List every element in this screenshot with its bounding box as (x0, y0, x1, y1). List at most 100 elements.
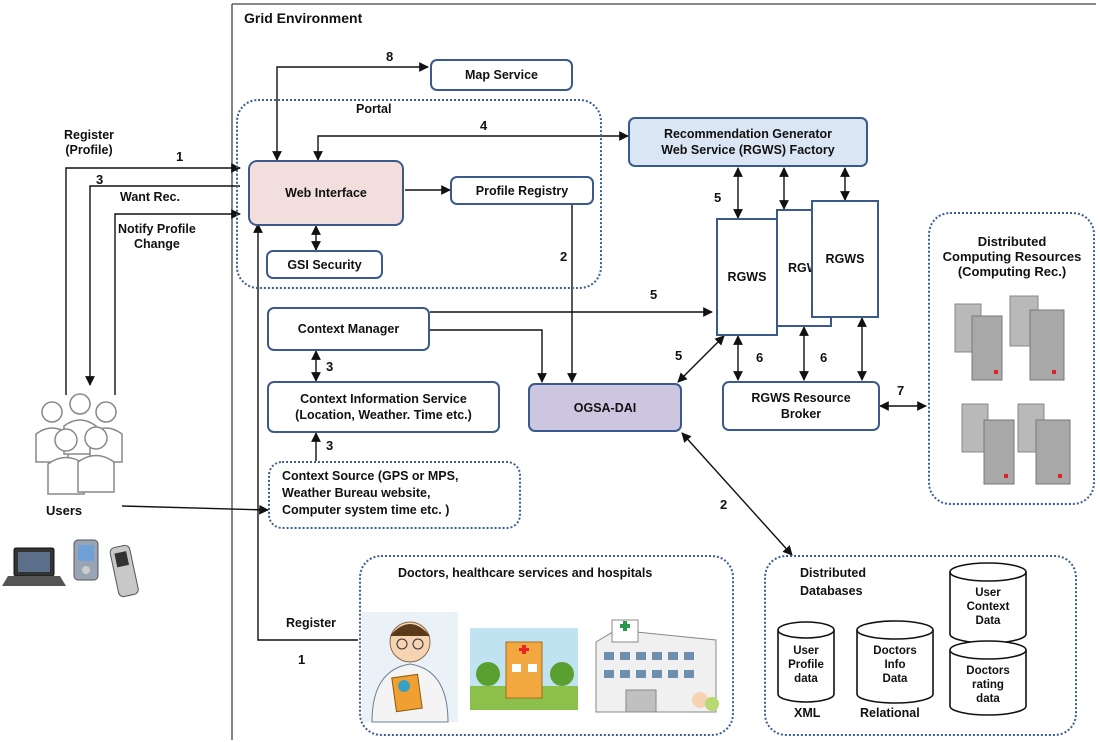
computing-title-line2: Computing Resources (942, 249, 1082, 264)
notify-profile-change-label: Notify Profile Change (118, 222, 196, 252)
step-number-2-db: 2 (720, 497, 728, 512)
hospital-illustration (595, 619, 719, 713)
arrow-1-register-profile (65, 163, 241, 395)
notify-line1: Notify Profile (118, 222, 196, 236)
arrow-8-map-service (272, 62, 429, 161)
arrow-ctx-ogsa (430, 329, 547, 383)
step-number-6-b: 6 (820, 350, 828, 365)
computing-resources-title: Distributed Computing Resources (Computi… (938, 234, 1086, 279)
doctors-info-db-label: Doctors Info Data (857, 644, 933, 686)
grid-environment-frame (231, 3, 1096, 740)
database-cylinders (777, 562, 1027, 716)
computing-title-line1: Distributed (977, 234, 1047, 249)
rgws-factory-line1: Recommendation Generator (663, 127, 833, 141)
computing-resources-container (928, 212, 1095, 505)
databases-title: Distributed Databases (800, 564, 866, 600)
step-number-1-doctors: 1 (298, 652, 306, 667)
doctors-rating-db-label: Doctors rating data (950, 664, 1026, 706)
portal-container (236, 99, 602, 289)
want-rec-label: Want Rec. (120, 190, 180, 204)
step-number-5-factory: 5 (714, 190, 722, 205)
context-source-label: Context Source (GPS or MPS, Weather Bure… (282, 468, 458, 519)
portal-label: Portal (356, 102, 392, 116)
user-profile-database-icon (777, 621, 835, 703)
databases-title-line2: Databases (800, 584, 863, 598)
user-figure-icon (77, 426, 115, 493)
doctors-container (359, 555, 734, 736)
context-info-line2: (Location, Weather. Time etc.) (295, 408, 472, 422)
context-source-line2: Weather Bureau website, (282, 486, 431, 500)
mobile-phone-icon (109, 544, 139, 598)
arrow-notify-change (114, 209, 241, 395)
register-profile-line2: (Profile) (65, 143, 113, 157)
register-profile-label: Register (Profile) (64, 128, 114, 158)
gsi-security-box[interactable]: GSI Security (266, 250, 383, 279)
pda-icon (73, 539, 99, 581)
db-label-line: Info (884, 659, 906, 671)
db-label-line: Context (966, 601, 1010, 613)
doctors-title: Doctors, healthcare services and hospita… (398, 566, 653, 580)
map-service-box[interactable]: Map Service (430, 59, 573, 91)
step-number-3-want-rec: 3 (96, 172, 104, 187)
computing-title-line3: (Computing Rec.) (957, 264, 1067, 279)
context-source-line3: Computer system time etc. ) (282, 503, 450, 517)
register-label: Register (286, 616, 337, 630)
user-figure-icon (47, 428, 85, 495)
grid-environment-title: Grid Environment (244, 10, 363, 26)
register-profile-line1: Register (64, 128, 115, 142)
profile-registry-box[interactable]: Profile Registry (450, 176, 594, 205)
step-number-5-context: 5 (650, 287, 658, 302)
arrow-4-factory (313, 131, 629, 161)
arrow-2-ogsa-db (681, 432, 793, 556)
step-number-5-ogsa: 5 (675, 348, 683, 363)
db-label-line: Doctors (873, 645, 917, 657)
databases-title-line1: Distributed (800, 566, 866, 580)
user-profile-db-label: User Profile data (778, 644, 834, 686)
db-label-line: User (793, 645, 819, 657)
step-number-8: 8 (386, 49, 394, 64)
arrow-1-register-doctors (253, 223, 358, 641)
context-info-line1: Context Information Service (300, 392, 467, 406)
db-label-line: data (794, 673, 818, 685)
doctors-info-database-icon (856, 620, 934, 704)
xml-label: XML (794, 706, 821, 720)
db-label-line: Data (882, 673, 908, 685)
db-label-line: rating (972, 679, 1004, 691)
context-source-box (268, 461, 521, 529)
laptop-icon (2, 547, 66, 586)
db-label-line: Data (975, 615, 1001, 627)
arrow-users-context-source (121, 504, 269, 515)
server-rack-icon (952, 294, 1080, 388)
arrow-3-want-rec (85, 185, 240, 386)
users-group-icon (35, 393, 123, 495)
rgws-broker-line1: RGWS Resource (751, 391, 851, 405)
rgws-instance-1[interactable]: RGWS (716, 218, 778, 336)
web-interface-box[interactable]: Web Interface (248, 160, 404, 226)
step-number-3-source: 3 (326, 438, 334, 453)
user-context-db-label: User Context Data (950, 586, 1026, 628)
context-information-service-box[interactable]: Context Information Service (Location, We… (267, 381, 500, 433)
step-number-6-a: 6 (756, 350, 764, 365)
context-source-line1: Context Source (GPS or MPS, (282, 469, 459, 483)
ogsa-dai-box[interactable]: OGSA-DAI (528, 383, 682, 432)
rgws-factory-line2: Web Service (RGWS) Factory (661, 143, 835, 157)
doctor-illustration (362, 612, 458, 723)
context-manager-box[interactable]: Context Manager (267, 307, 430, 351)
clinic-illustration (470, 628, 578, 710)
step-number-4: 4 (480, 118, 488, 133)
databases-container (764, 555, 1077, 736)
db-label-line: User (975, 587, 1001, 599)
rgws-instance-3[interactable]: RGWS (811, 200, 879, 318)
db-label-line: Doctors (966, 665, 1010, 677)
relational-label: Relational (860, 706, 920, 720)
step-number-2-profile: 2 (560, 249, 568, 264)
arrow-5-ogsa-rgws (677, 335, 725, 383)
db-label-line: data (976, 693, 1000, 705)
step-number-1-register: 1 (176, 149, 184, 164)
notify-line2: Change (133, 237, 180, 251)
step-number-3-ctx-info: 3 (326, 359, 334, 374)
connectors (65, 62, 927, 641)
